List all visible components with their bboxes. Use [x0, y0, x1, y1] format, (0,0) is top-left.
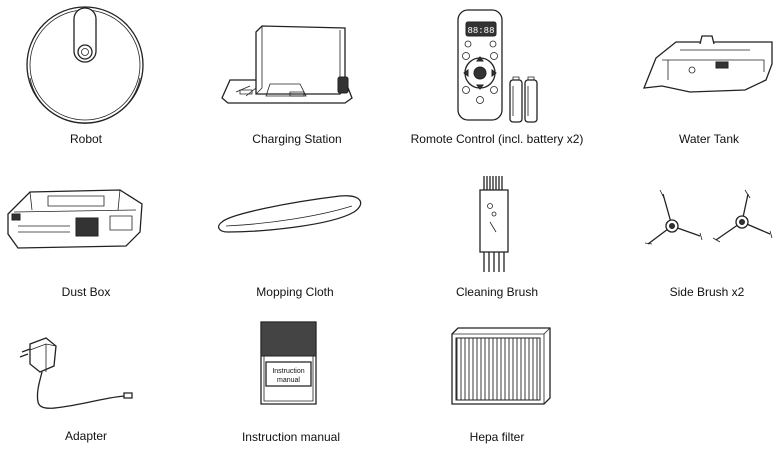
water-tank-label: Water Tank	[678, 132, 740, 146]
robot-label: Robot	[69, 132, 103, 146]
manual-cover-line2: manual	[277, 377, 300, 384]
side-brush-label: Side Brush x2	[669, 285, 745, 299]
instruction-manual-label: Instruction manual	[241, 430, 341, 444]
mopping-cloth-label: Mopping Cloth	[256, 285, 334, 299]
remote-display-text: 88:88	[467, 26, 494, 36]
charging-station-label: Charging Station	[252, 132, 342, 146]
manual-cover-line1: Instruction	[272, 368, 304, 375]
adapter-label: Adapter	[64, 429, 108, 443]
remote-control-label: Romote Control (incl. battery x2)	[410, 132, 584, 146]
side-brush-left	[645, 190, 702, 244]
hepa-filter-label: Hepa filter	[469, 430, 525, 444]
side-brush-right	[713, 190, 772, 242]
cleaning-brush-label: Cleaning Brush	[455, 285, 539, 299]
dust-box-label: Dust Box	[61, 285, 111, 299]
